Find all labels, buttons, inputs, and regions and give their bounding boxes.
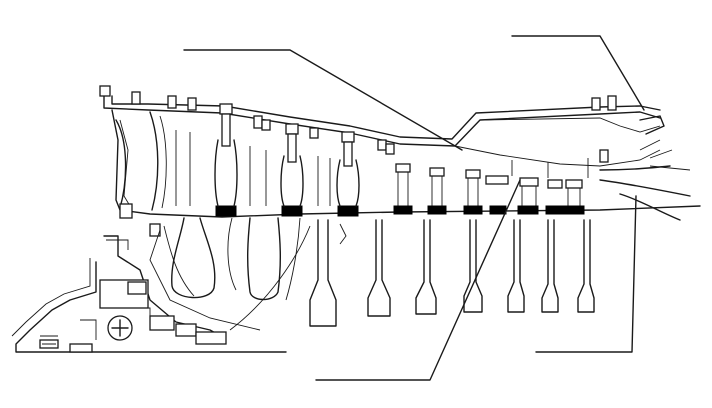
leader-bottom-center xyxy=(315,179,521,381)
leader-bottom-right xyxy=(535,195,637,353)
aft-outlet xyxy=(599,115,691,221)
vane-actuators xyxy=(214,103,360,217)
rotor-discs xyxy=(149,217,595,331)
outer-casing xyxy=(103,91,701,218)
leader-top-left xyxy=(183,49,463,151)
rear-stages xyxy=(393,158,589,215)
leader-lines xyxy=(183,35,645,381)
inlet-stage xyxy=(115,111,191,237)
leader-top-right xyxy=(511,35,645,111)
front-bearing-housing xyxy=(11,235,287,353)
casing-flanges xyxy=(99,85,617,163)
